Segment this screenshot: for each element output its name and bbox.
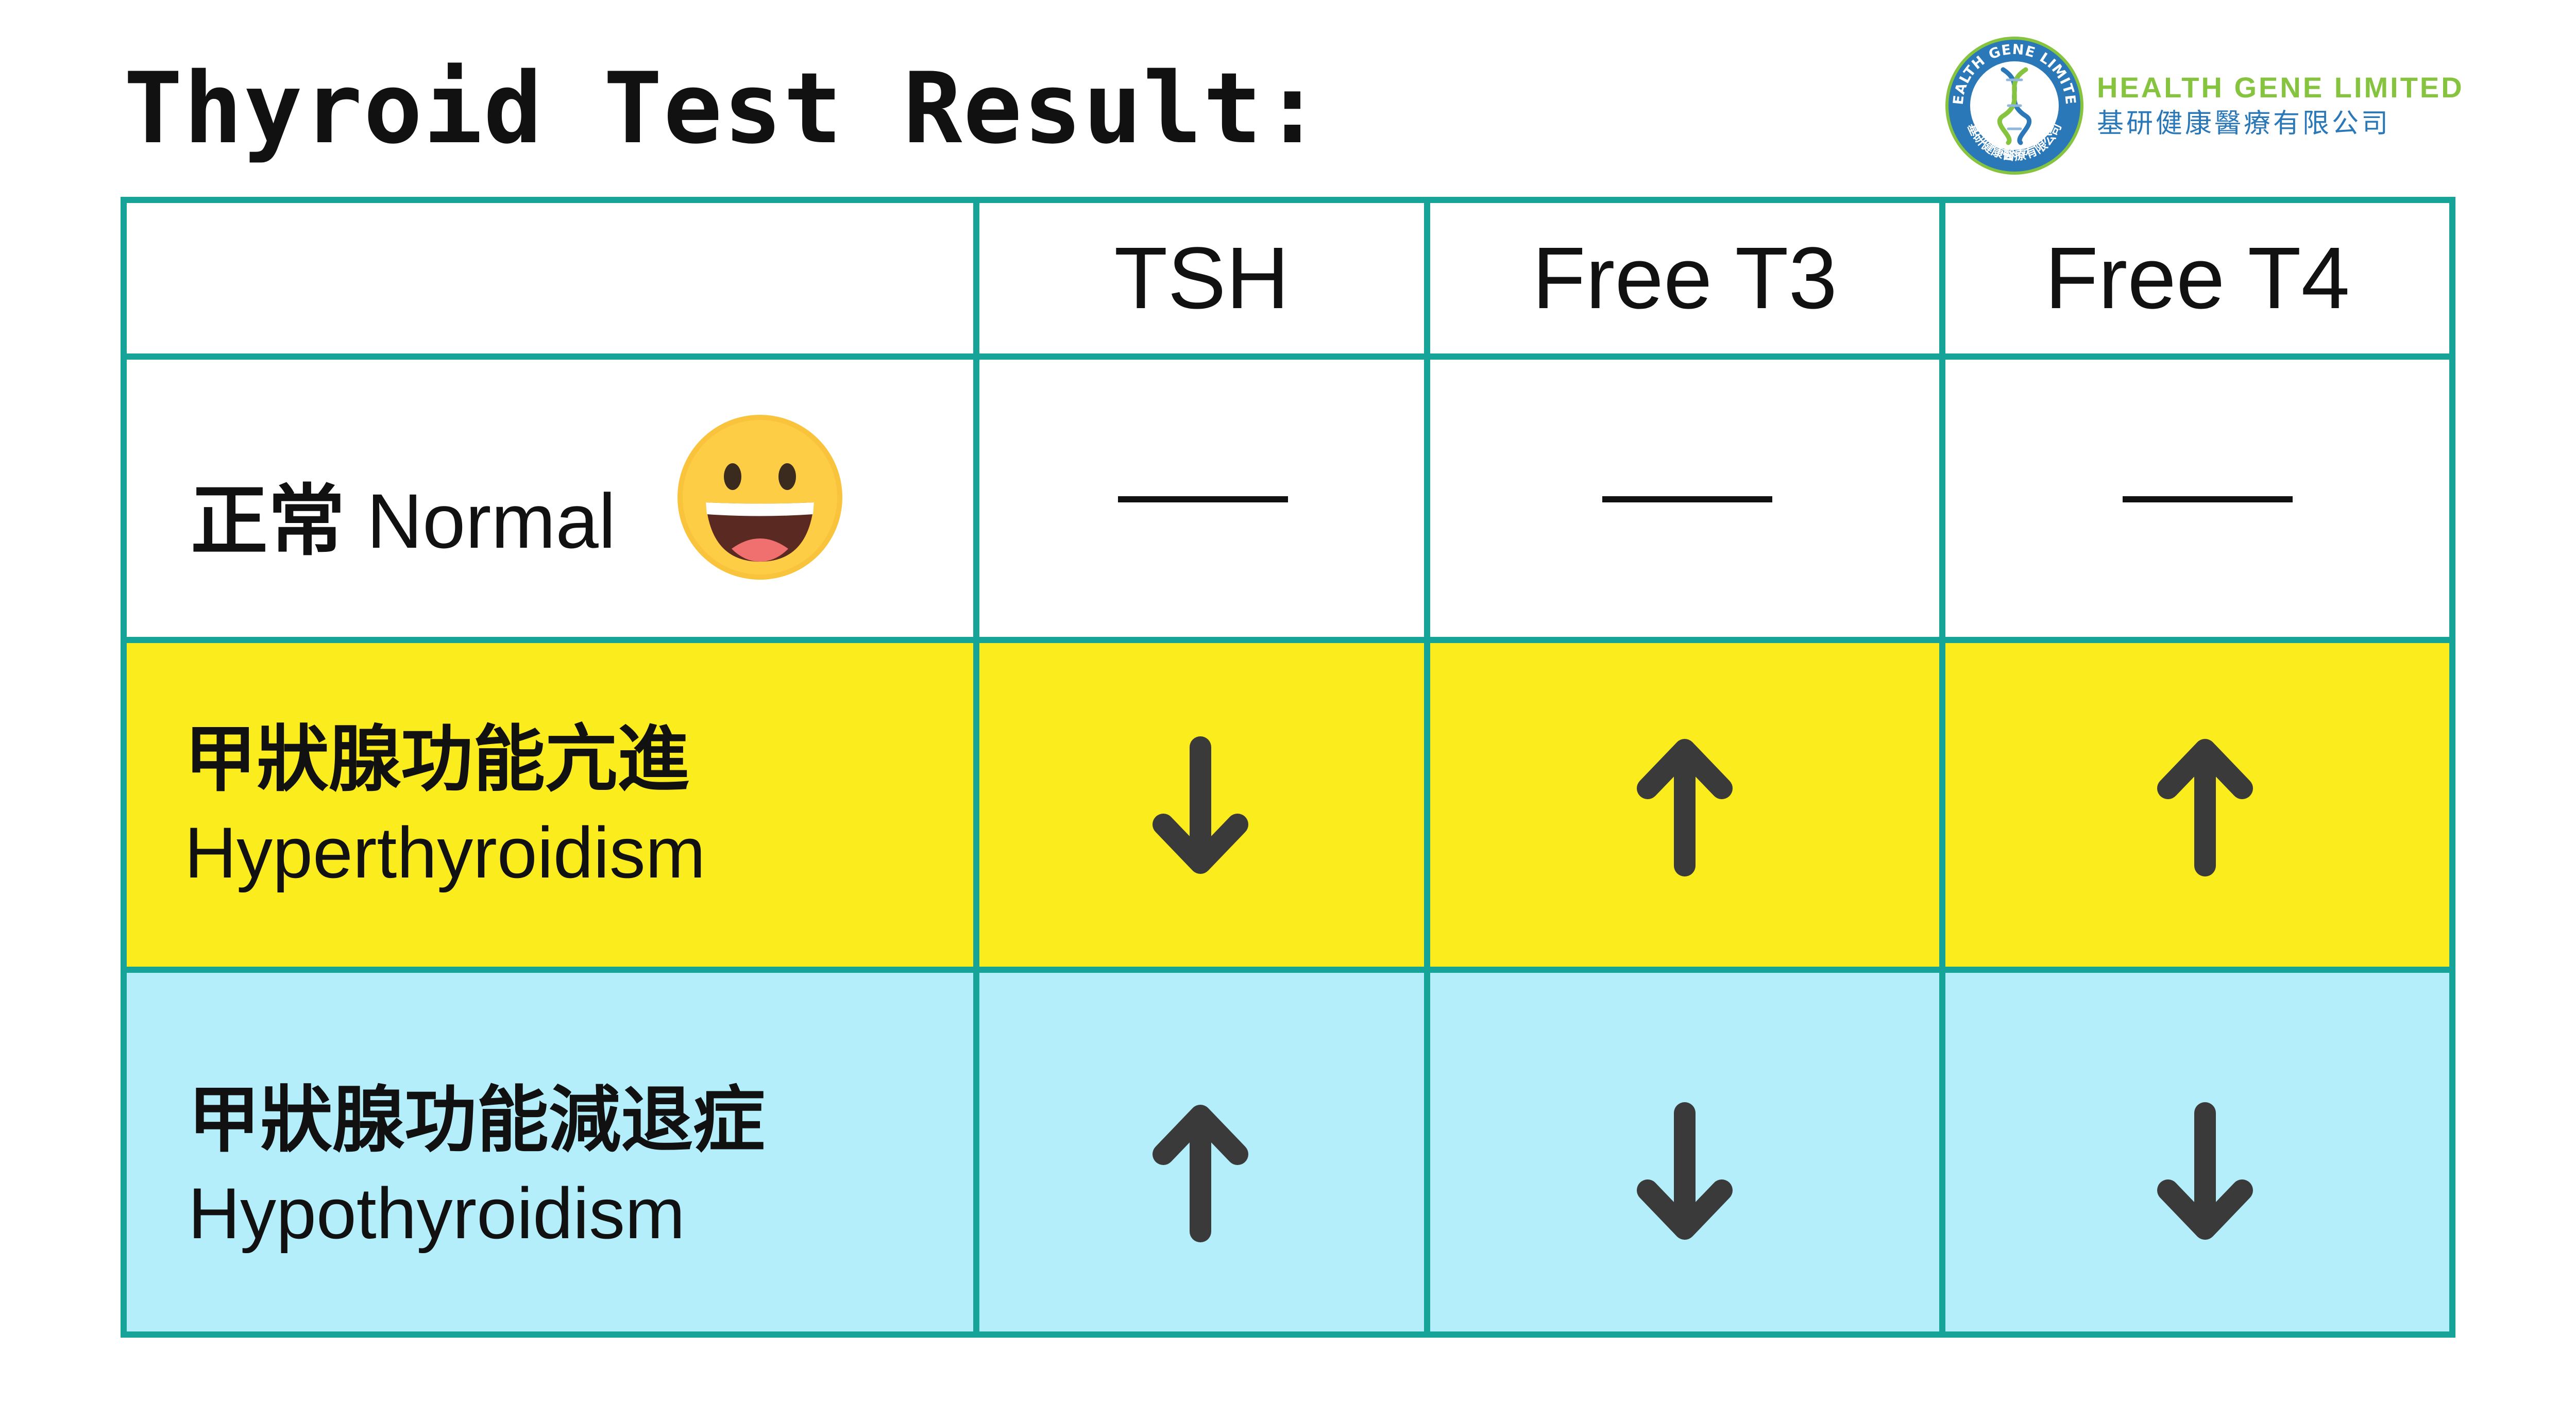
dna-icon bbox=[1997, 67, 2032, 145]
row-label-hyper-zh: 甲狀腺功能亢進 bbox=[184, 718, 690, 802]
row-label-normal: 正常 Normal bbox=[191, 459, 616, 570]
row-label-normal-en: Normal bbox=[366, 478, 616, 564]
company-logo: HEALTH GENE LIMITED 基研健康醫療有限公司 bbox=[1942, 33, 2083, 175]
page-title: Thyroid Test Result: bbox=[124, 52, 1323, 165]
value-normal-tsh-dash bbox=[1118, 496, 1288, 502]
table-border bbox=[121, 197, 2455, 1338]
row-label-hyper: 甲狀腺功能亢進 Hyperthyroidism bbox=[184, 714, 705, 899]
header-free-t3: Free T3 bbox=[1532, 229, 1838, 327]
row-label-hyper-en: Hyperthyroidism bbox=[184, 812, 706, 893]
value-hypo-tsh-arrow-icon bbox=[1153, 1105, 1248, 1242]
value-normal-free-t3-dash bbox=[1602, 496, 1772, 502]
value-hyper-free-t3-arrow-icon bbox=[1637, 739, 1733, 876]
row-hypothyroidism-bg bbox=[124, 970, 2452, 1335]
header-free-t4: Free T4 bbox=[2044, 229, 2350, 327]
company-name-zh: 基研健康醫療有限公司 bbox=[2097, 108, 2391, 139]
value-hyper-free-t4-arrow-icon bbox=[2157, 739, 2253, 876]
row-normal-bg bbox=[124, 357, 2452, 640]
row-label-hypo-zh: 甲狀腺功能減退症 bbox=[188, 1078, 766, 1162]
row-hyperthyroidism-bg bbox=[124, 640, 2452, 970]
value-hypo-free-t4-arrow-icon bbox=[2157, 1102, 2253, 1240]
row-label-normal-zh: 正常 bbox=[191, 477, 346, 566]
logo-text: HEALTH GENE LIMITED 基研健康醫療有限公司 bbox=[2097, 70, 2464, 142]
value-hyper-tsh-arrow-icon bbox=[1153, 736, 1248, 874]
row-label-hypo-en: Hypothyroidism bbox=[188, 1173, 685, 1254]
header-tsh: TSH bbox=[1114, 229, 1290, 327]
value-hypo-free-t3-arrow-icon bbox=[1637, 1102, 1733, 1240]
company-name-en: HEALTH GENE LIMITED bbox=[2097, 71, 2464, 104]
value-normal-free-t4-dash bbox=[2123, 496, 2293, 502]
smiling-face-icon bbox=[677, 415, 842, 580]
row-label-hypo: 甲狀腺功能減退症 Hypothyroidism bbox=[188, 1074, 765, 1260]
